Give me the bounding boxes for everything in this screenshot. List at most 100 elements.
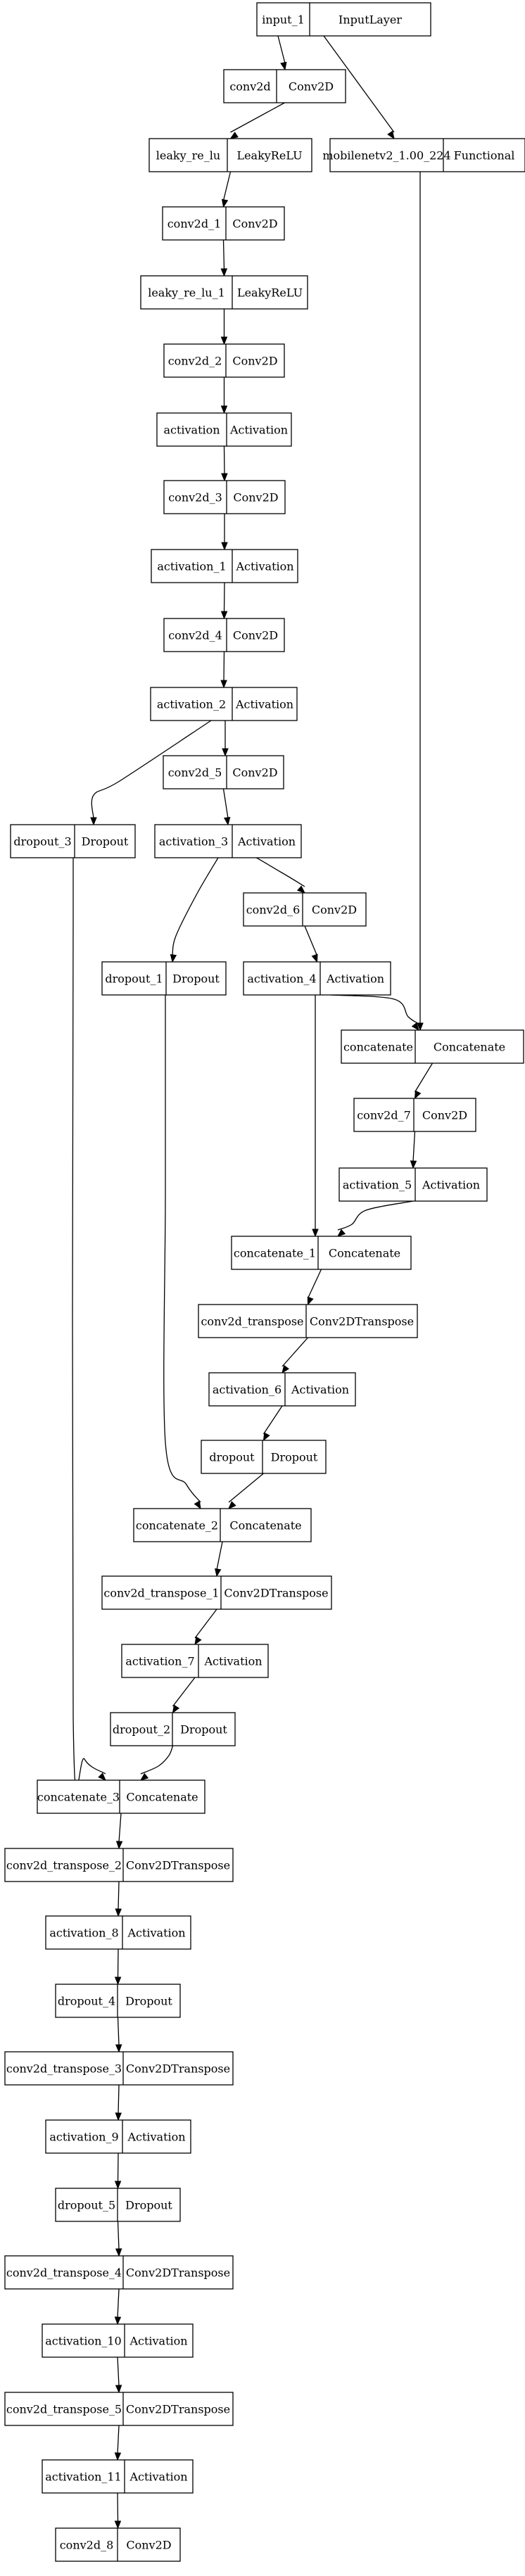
- layer-type: Activation: [237, 835, 296, 849]
- arrowhead-icon: [296, 885, 306, 894]
- arrowhead-icon: [221, 542, 228, 551]
- layer-box: [341, 1029, 524, 1064]
- layer-name: leaky_re_lu_1: [148, 286, 225, 300]
- edge-activation-9-to-dropout-5: [117, 2152, 119, 2183]
- edge-dropout-4-to-conv2d-transpose-3: [117, 2017, 120, 2046]
- arrowhead-icon: [115, 2044, 122, 2053]
- edge-dropout-1-to-concatenate-2: [163, 995, 201, 1503]
- layer-type: Activation: [129, 2470, 187, 2484]
- layer-name: activation_1: [157, 560, 226, 573]
- layer-box: [101, 961, 227, 996]
- arrowhead-icon: [282, 1364, 290, 1374]
- edge-leaky-re-lu-to-conv2d-1: [222, 171, 232, 201]
- edge-concatenate-1-to-conv2d-transpose: [307, 1269, 322, 1299]
- layer-box: [45, 2119, 191, 2154]
- layer-box: [163, 343, 285, 378]
- layer-type: LeakyReLU: [237, 286, 303, 300]
- layer-name: activation_2: [157, 698, 226, 711]
- layer-box: [156, 412, 292, 447]
- layer-type: Activation: [235, 560, 293, 573]
- layer-box: [37, 1779, 205, 1814]
- layer-box: [4, 1848, 234, 1882]
- layer-type: Concatenate: [229, 1519, 301, 1533]
- arrowhead-icon: [221, 473, 228, 482]
- layer-box: [4, 2051, 234, 2086]
- layer-type: Conv2D: [232, 766, 277, 780]
- edge-dropout-3-to-concatenate-3: [72, 835, 106, 1791]
- edge-conv2d-transpose-3-to-activation-9: [118, 2084, 120, 2114]
- layer-name: conv2d_2: [168, 355, 222, 368]
- edge-conv2d-transpose-to-activation-6: [282, 1337, 308, 1367]
- layer-name: conv2d_7: [357, 1109, 411, 1122]
- arrowhead-icon: [410, 1160, 417, 1169]
- layer-name: dropout_3: [13, 835, 71, 849]
- layer-node-activation-3: activation_3 Activation: [154, 824, 302, 858]
- edge-dropout-to-concatenate-2: [228, 1473, 264, 1503]
- edge-input-1-to-conv2d: [277, 35, 286, 64]
- layer-type: Functional: [454, 149, 515, 163]
- layer-type: Activation: [127, 1927, 185, 1940]
- layer-type: Concatenate: [126, 1791, 198, 1804]
- layer-type: Dropout: [180, 1723, 227, 1737]
- edge-dropout-2-to-concatenate-3: [140, 1745, 174, 1775]
- layer-box: [163, 755, 284, 789]
- layer-name: activation_6: [213, 1383, 282, 1397]
- edge-concatenate-3-to-conv2d-transpose-2: [118, 1813, 122, 1843]
- arrowhead-icon: [114, 2452, 122, 2461]
- layer-box: [4, 2255, 234, 2290]
- arrowhead-icon: [194, 1500, 201, 1510]
- arrowhead-icon: [139, 1772, 149, 1781]
- layer-name: activation_8: [49, 1927, 118, 1940]
- arrowhead-icon: [115, 1908, 122, 1917]
- arrowhead-icon: [229, 132, 239, 139]
- edge-conv2d-5-to-activation-3: [222, 788, 229, 819]
- layer-name: concatenate_3: [37, 1791, 120, 1804]
- layer-name: activation_5: [343, 1179, 412, 1192]
- layer-box: [163, 618, 285, 652]
- layer-type: Conv2D: [233, 629, 278, 642]
- layer-name: conv2d_3: [168, 491, 222, 505]
- arrowhead-icon: [221, 198, 229, 208]
- layer-type: Concatenate: [329, 1247, 400, 1260]
- layer-name: activation_3: [159, 835, 228, 849]
- layer-name: activation_10: [45, 2335, 121, 2348]
- layer-name: dropout_1: [105, 972, 163, 986]
- layer-box: [243, 892, 367, 927]
- layer-type: Dropout: [125, 2199, 172, 2212]
- arrowhead-icon: [220, 680, 227, 689]
- edge-activation-7-to-dropout-2: [172, 1677, 196, 1707]
- layer-box: [148, 138, 312, 172]
- layer-type: Conv2D: [232, 217, 277, 231]
- layer-node-conv2d-5: conv2d_5 Conv2D: [163, 755, 284, 789]
- layer-box: [140, 275, 308, 310]
- arrowhead-icon: [414, 1090, 422, 1100]
- layer-type: Activation: [326, 972, 384, 986]
- layer-box: [150, 687, 298, 721]
- arrowhead-icon: [114, 1977, 122, 1986]
- arrowhead-icon: [220, 336, 228, 345]
- arrowhead-icon: [417, 1022, 424, 1032]
- edge-conv2d-6-to-activation-4: [304, 925, 318, 956]
- edge-activation-6-to-dropout: [262, 1405, 283, 1435]
- layer-box: [243, 961, 391, 996]
- arrowhead-icon: [115, 2112, 122, 2121]
- layer-name: conv2d_5: [168, 766, 222, 780]
- layer-type: Conv2D: [312, 903, 357, 917]
- layer-name: conv2d_transpose: [201, 1315, 303, 1328]
- layer-box: [223, 69, 346, 103]
- layer-box: [201, 1440, 327, 1474]
- layer-type: Activation: [203, 1655, 262, 1668]
